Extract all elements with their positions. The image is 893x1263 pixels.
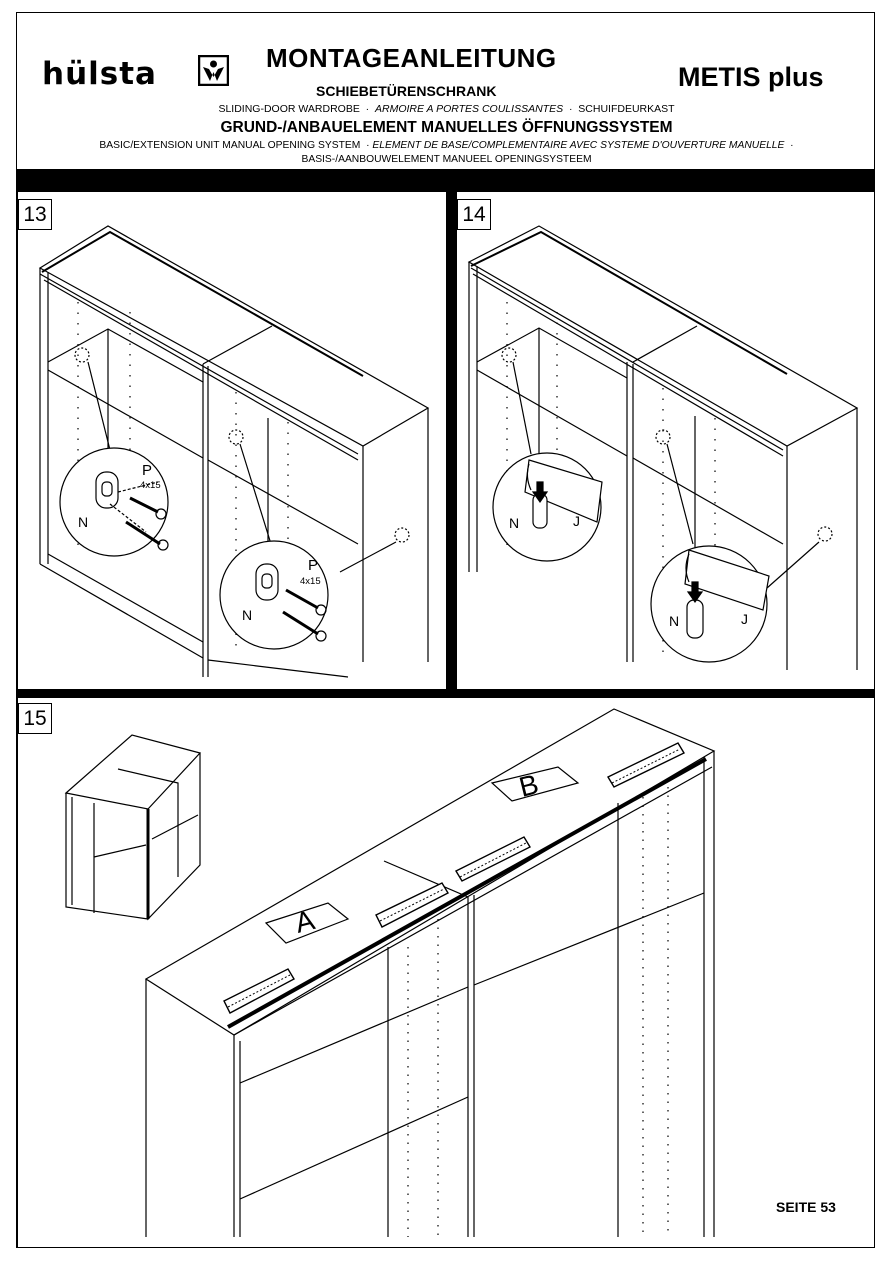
step-number: 14 (457, 199, 491, 230)
unit-fr: ELEMENT DE BASE/COMPLEMENTAIRE AVEC SYST… (372, 140, 785, 151)
step-15-panel: A B 15 (17, 697, 875, 1248)
part-n-label: N (78, 514, 88, 530)
step-15-illustration: A B (64, 708, 716, 1237)
part-n-label: N (509, 515, 519, 531)
part-j-label: J (741, 611, 748, 627)
step-13-illustration: P 4x15 N P 4x15 N (38, 225, 430, 678)
product-fr: ARMOIRE A PORTES COULISSANTES (375, 103, 564, 115)
page-subtitle: SCHIEBETÜRENSCHRANK (316, 83, 497, 99)
separator: · (790, 140, 794, 151)
divider-bar (17, 169, 874, 191)
separator: · (568, 103, 573, 115)
zone-a-label: A (292, 904, 318, 939)
screw-size-label: 4x15 (140, 480, 161, 491)
part-n-label: N (669, 613, 679, 629)
separator: · (365, 103, 370, 115)
part-p-label: P (308, 557, 318, 574)
screw-size-label: 4x15 (300, 576, 321, 587)
hulsta-logo-icon (198, 55, 229, 86)
part-n-label: N (242, 607, 252, 623)
product-line-translations: SLIDING-DOOR WARDROBE · ARMOIRE A PORTES… (0, 103, 893, 115)
unit-nl: BASIS-/AANBOUWELEMENT MANUEEL OPENINGSYS… (301, 154, 592, 165)
step-number: 15 (18, 703, 52, 734)
step-14-panel: N J N J 14 (456, 191, 875, 690)
part-p-label: P (142, 462, 152, 479)
hulsta-logo-text: hülsta (42, 56, 157, 92)
step-13-panel: P 4x15 N P 4x15 N 13 (17, 191, 447, 690)
zone-b-label: B (516, 768, 542, 803)
model-name: METIS plus (678, 62, 824, 92)
part-j-label: J (573, 513, 580, 529)
step-number: 13 (18, 199, 52, 230)
step-14-illustration: N J N J (467, 225, 859, 670)
divider-bar (446, 191, 456, 689)
separator: · (366, 140, 370, 151)
page-title: MONTAGEANLEITUNG (266, 43, 557, 73)
divider-bar (17, 689, 874, 698)
product-en: SLIDING-DOOR WARDROBE (218, 103, 360, 115)
unit-translations: BASIC/EXTENSION UNIT MANUAL OPENING SYST… (0, 140, 893, 151)
product-nl: SCHUIFDEURKAST (578, 103, 675, 115)
unit-heading: GRUND-/ANBAUELEMENT MANUELLES ÖFFNUNGSSY… (220, 119, 673, 136)
page-number: SEITE 53 (776, 1199, 836, 1215)
unit-en: BASIC/EXTENSION UNIT MANUAL OPENING SYST… (99, 140, 361, 151)
